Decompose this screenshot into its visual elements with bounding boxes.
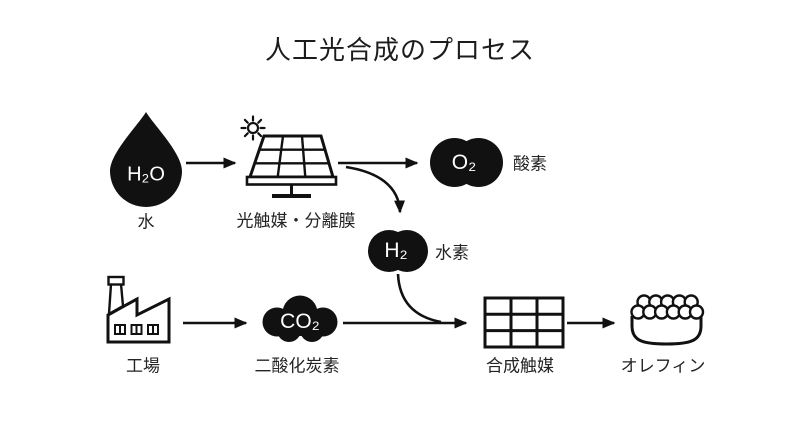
olefin-container-icon bbox=[630, 294, 705, 346]
co2-cloud-icon bbox=[262, 295, 338, 342]
h2-molecule-icon bbox=[368, 230, 428, 272]
oxygen-formula: O₂ bbox=[451, 151, 477, 174]
water-drop-icon bbox=[110, 112, 182, 207]
o2-molecule-icon bbox=[430, 138, 503, 187]
arrow-panel-to-hydrogen bbox=[345, 165, 406, 214]
solar-panel-icon bbox=[245, 134, 338, 198]
hydrogen-formula: H₂ bbox=[384, 239, 408, 262]
olefin-label: オレフィン bbox=[620, 356, 706, 376]
hydrogen-label: 水素 bbox=[435, 243, 469, 263]
factory-label: 工場 bbox=[126, 356, 160, 376]
water-formula: H₂O bbox=[127, 163, 165, 186]
catalyst-label: 合成触媒 bbox=[486, 356, 554, 376]
oxygen-label: 酸素 bbox=[513, 154, 547, 174]
photocatalyst-label: 光触媒・分離膜 bbox=[236, 211, 356, 231]
co2-formula: CO₂ bbox=[280, 310, 320, 333]
sun-icon bbox=[240, 115, 266, 141]
co2-label: 二酸化炭素 bbox=[254, 356, 340, 376]
factory-icon bbox=[106, 275, 171, 344]
connector-hydrogen-to-line bbox=[396, 273, 442, 324]
water-label: 水 bbox=[137, 212, 155, 232]
page-title: 人工光合成のプロセス bbox=[264, 35, 535, 65]
catalyst-grid-icon bbox=[483, 296, 565, 349]
